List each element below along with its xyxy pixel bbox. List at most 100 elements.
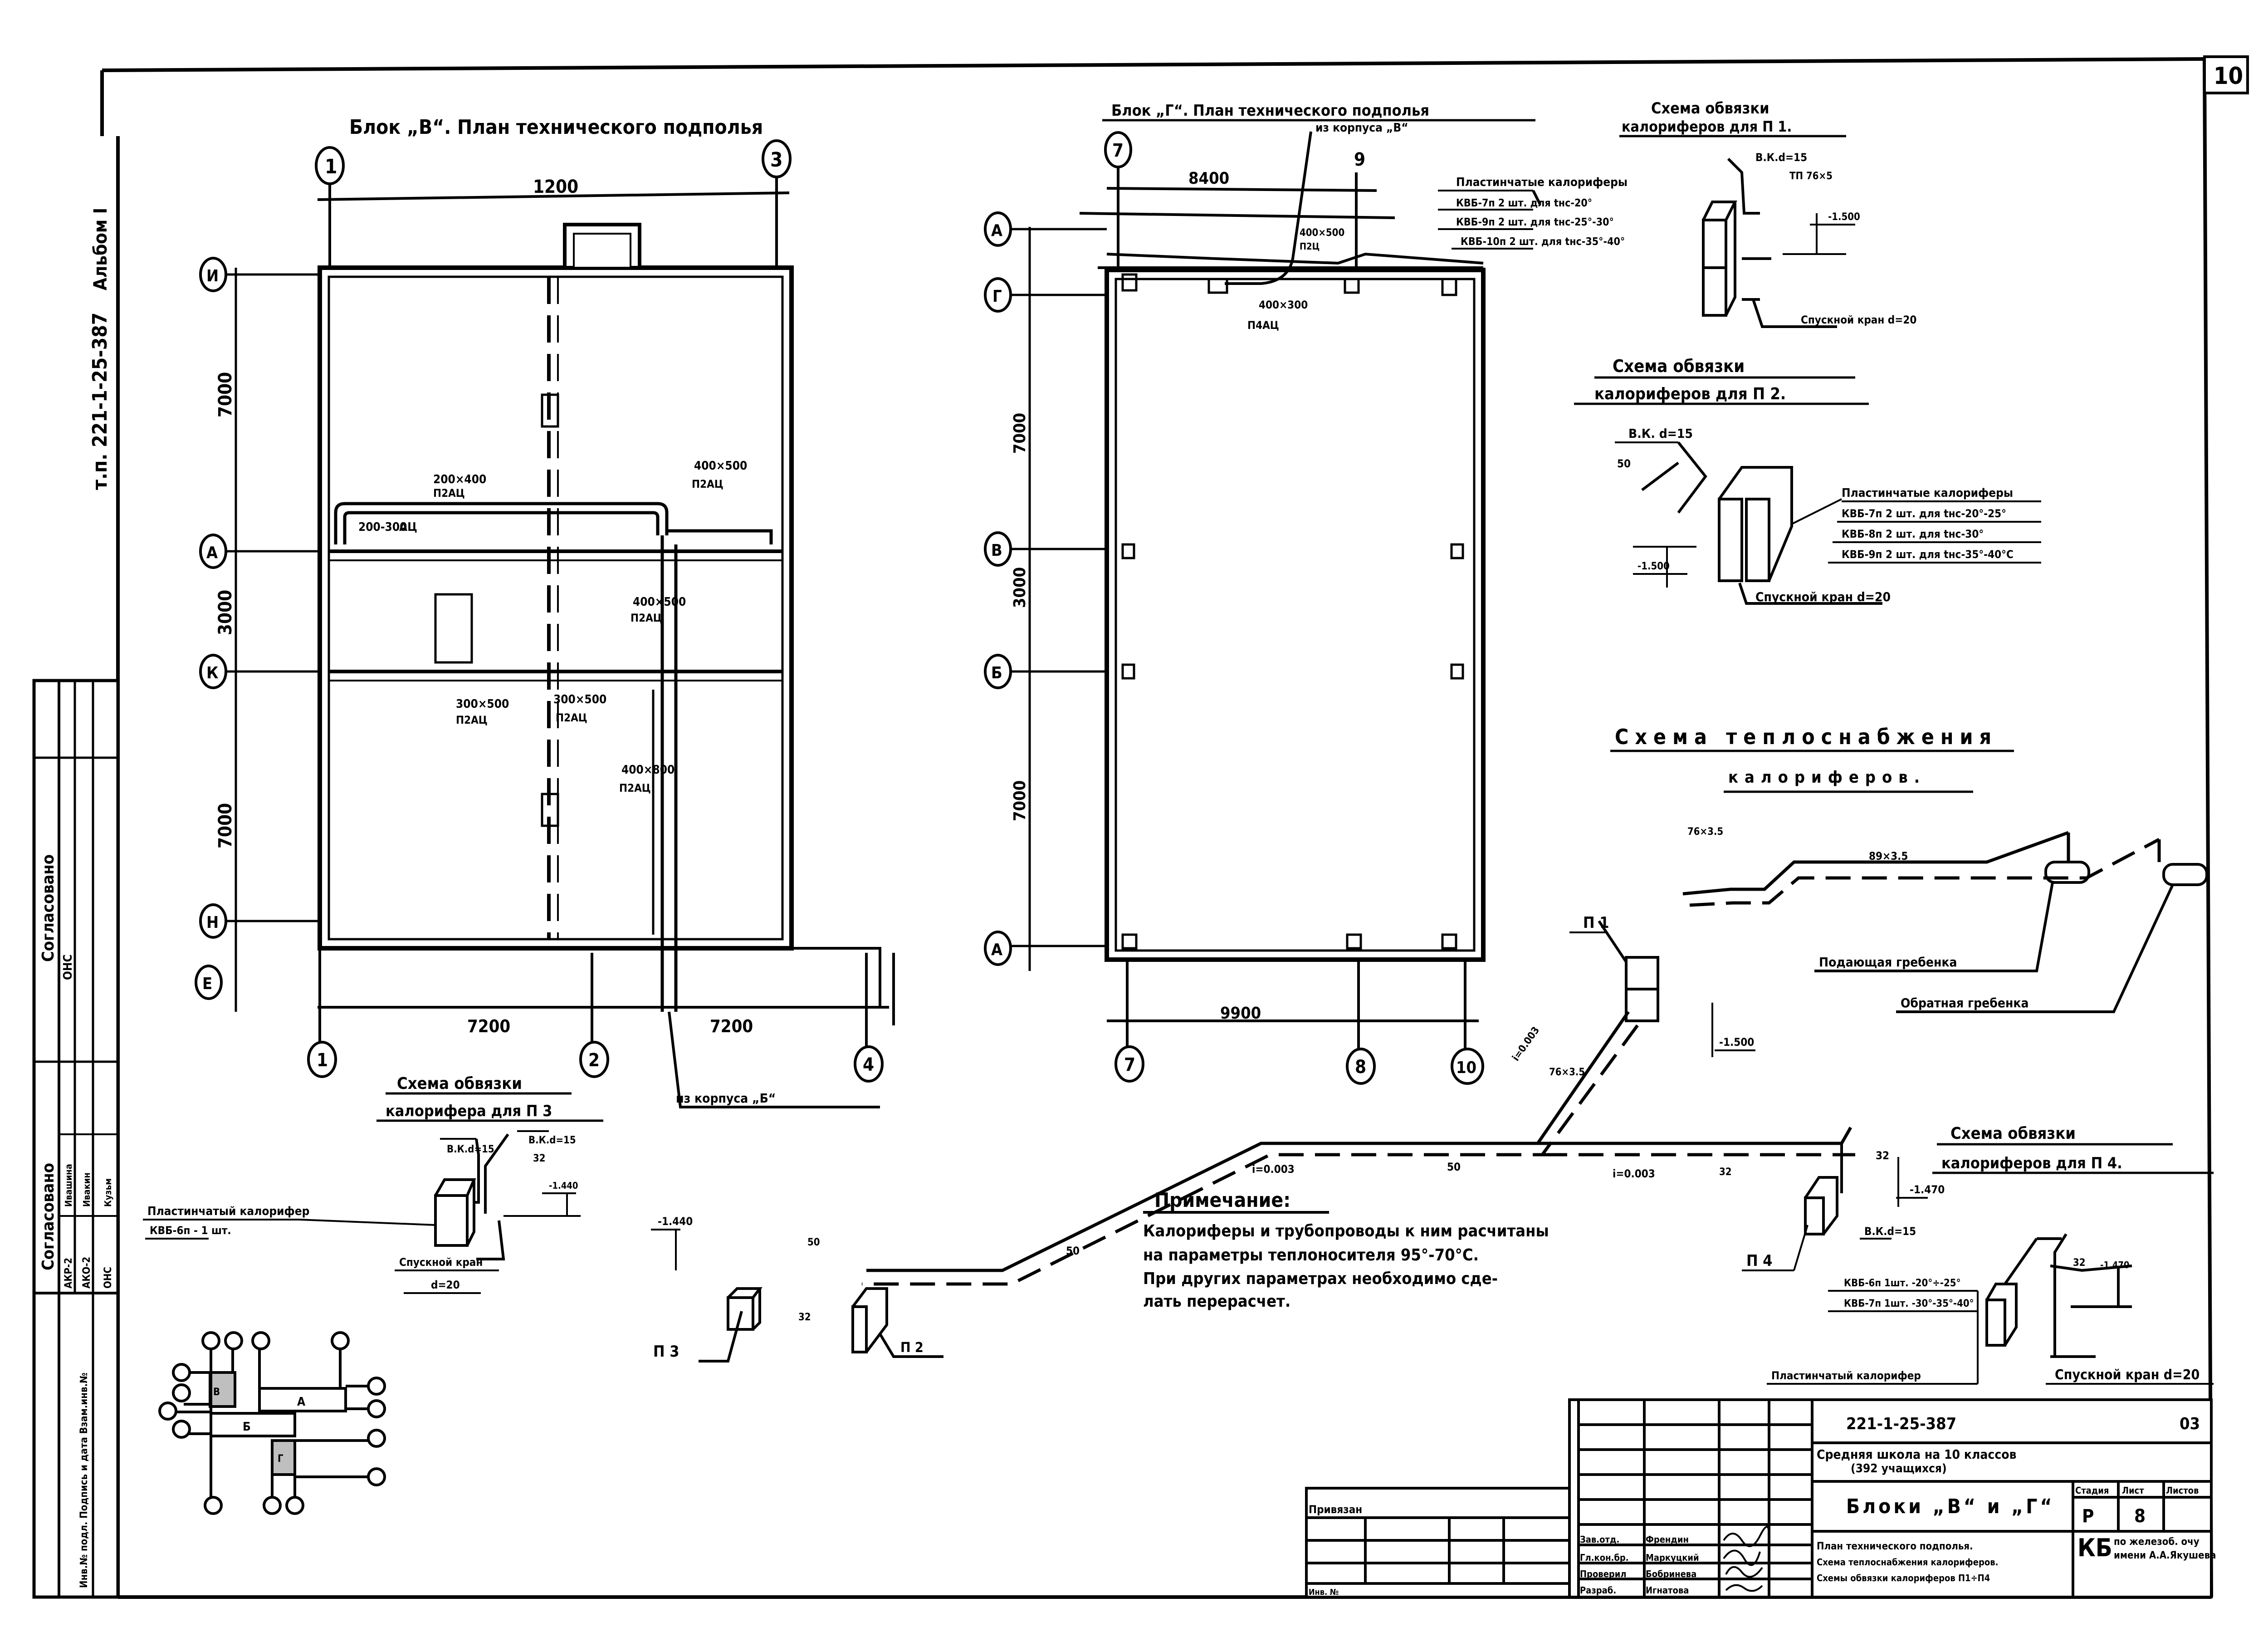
tb-name: Игнатова (1646, 1585, 1689, 1596)
tb-stage: Р (2082, 1506, 2094, 1527)
pipe-network (862, 831, 2161, 1286)
dim-label: 32 (1876, 1149, 1889, 1162)
tb-name: Маркуцкий (1646, 1552, 1699, 1563)
p1-drain: Спускной кран d=20 (1801, 314, 1916, 326)
p3-drain-2: d=20 (431, 1279, 460, 1291)
return-header-label: Обратная гребенка (1901, 995, 2028, 1010)
p2-item-3: КВБ-9п 2 шт. для tнс-35°-40°С (1842, 548, 2014, 561)
svg-text:А: А (206, 544, 218, 562)
heater-icon (1532, 157, 1837, 328)
tb-inv-no: Инв. № (1309, 1588, 1339, 1597)
sheet-frame (100, 57, 2213, 1599)
svg-text:В: В (991, 541, 1002, 560)
svg-text:3: 3 (770, 148, 783, 172)
dim-label: 50 (1066, 1245, 1080, 1257)
stamp-row-2: АКО-2 (81, 1257, 93, 1289)
slope-label: i=0.003 (1252, 1163, 1295, 1176)
tb-role: Зав.отд. (1580, 1534, 1619, 1545)
p2-item-2: КВБ-8п 2 шт. для tнс-30° (1842, 528, 1984, 540)
heater-icon (1598, 920, 1659, 1022)
duct-size: 400×500 (694, 459, 747, 473)
stamp-row-3: ОНС (103, 1267, 114, 1289)
stamp-name-2: Ивакин (81, 1172, 92, 1207)
axis-bubble: А (984, 931, 1012, 966)
duct-size: 300×500 (456, 697, 509, 711)
axis-bubble: 4 (854, 1045, 884, 1083)
dim-label: 32 (1719, 1166, 1732, 1178)
sheet-number-box: 10 (2203, 55, 2249, 94)
heater-icon (1985, 1233, 2132, 1358)
axis-bubble: 3 (762, 139, 792, 178)
p1-item-1: КВБ-7п 2 шт. для tнс-20° (1456, 197, 1592, 209)
axis-bubble: А (984, 211, 1012, 247)
note-line-3: При других параметрах необходимо сде- (1143, 1269, 1498, 1288)
p3-dim: 32 (533, 1153, 546, 1164)
svg-text:Б: Б (991, 664, 1002, 682)
p3-drain-1: Спускной кран (399, 1256, 483, 1269)
svg-text:8: 8 (1355, 1057, 1366, 1078)
svg-text:1: 1 (317, 1050, 328, 1071)
p2-valve: В.К. d=15 (1628, 426, 1693, 441)
axis-bubble: 1 (315, 146, 345, 185)
duct-note: П2АЦ (619, 782, 651, 794)
p4-label: Пластинчатый калорифер (1771, 1369, 1921, 1382)
header-pipe-icon (1814, 861, 2208, 1013)
axis-bubble: В (984, 531, 1012, 567)
p3-title-2: калорифера для П 3 (386, 1102, 552, 1120)
p4-elev-label: -1.470 (1910, 1183, 1945, 1196)
duct-note: П2АЦ (631, 612, 662, 624)
axis-bubble: Н (199, 903, 227, 939)
tb-attached: Привязан (1309, 1503, 1362, 1516)
title-block (1305, 1398, 2213, 1598)
svg-text:10: 10 (1456, 1059, 1476, 1077)
p2-dim: 50 (1617, 457, 1631, 470)
tb-org-mark: КБ (2077, 1534, 2112, 1562)
svg-text:И: И (206, 267, 219, 285)
p4-title-2: калориферов для П 4. (1941, 1154, 2122, 1172)
side-stamp: Согласовано Согласовано ОНС АКР-2 АКО-2 … (32, 679, 120, 1599)
pipe-76-a: 76×3.5 (1687, 826, 1723, 838)
album-side-label: Альбом I (90, 208, 111, 290)
dim-top: 1200 (533, 176, 578, 197)
stamp-agreed-2: Согласовано (39, 1163, 58, 1270)
sheet-number: 10 (2214, 63, 2243, 90)
dim-left-1: 7000 (215, 372, 236, 417)
dim-top-g: 8400 (1188, 169, 1229, 188)
svg-text:А: А (991, 221, 1002, 240)
tb-drawing-name: Блоки „В“ и „Г“ (1846, 1495, 2055, 1518)
note-block: Примечание: Калориферы и трубопроводы к … (1143, 1189, 1549, 1311)
axis-bubble: 1 (307, 1041, 337, 1078)
tb-stage-header: Стадия (2075, 1485, 2109, 1496)
p1-elevation: -1.500 (1828, 211, 1860, 223)
svg-text:А: А (991, 941, 1002, 959)
tb-name: Френдин (1646, 1534, 1689, 1545)
block-g-plan: Блок „Г“. План технического подполья из … (984, 102, 1535, 1085)
p2-title-2: калориферов для П 2. (1594, 385, 1786, 403)
unit-p2-label: П 2 (900, 1340, 924, 1356)
duct-size: 200-300 (358, 520, 407, 534)
svg-text:7: 7 (1124, 1054, 1135, 1075)
from-building-b: из корпуса „Б“ (676, 1091, 776, 1106)
axis-bubble: Е (195, 965, 223, 1000)
p2-item-1: КВБ-7п 2 шт. для tнс-20°-25° (1842, 507, 2006, 520)
tb-role: Разраб. (1580, 1585, 1616, 1596)
note-title: Примечание: (1154, 1189, 1290, 1212)
svg-text:Е: Е (202, 975, 212, 993)
axis-bubble: К (199, 654, 227, 689)
dim-left-2: 3000 (215, 590, 236, 635)
duct-note: П4АЦ (1247, 319, 1279, 332)
scheme-p4: Схема обвязки калориферов для П 4. В.К.d… (1767, 1124, 2214, 1385)
dim-bottom-2: 7200 (710, 1016, 753, 1036)
scheme-p2: Схема обвязки калориферов для П 2. В.К. … (1574, 356, 2041, 605)
project-side-label: т.п. 221-1-25-387 (88, 313, 112, 490)
dim-label: 50 (1447, 1161, 1461, 1173)
duct-size: 200×400 (433, 473, 486, 486)
scheme-p1: Схема обвязки калориферов для П 1. В.К.d… (1438, 99, 1916, 328)
dim-label: 50 (807, 1237, 820, 1248)
duct-note: П2Ц (1300, 241, 1320, 252)
scheme-heat-supply: Схема теплоснабжения калориферов. Подающ… (651, 725, 2208, 1363)
p2-elevation: -1.500 (1637, 561, 1670, 572)
p4-valve: В.К.d=15 (1864, 1225, 1916, 1238)
p2-label: Пластинчатые калориферы (1842, 486, 2013, 500)
